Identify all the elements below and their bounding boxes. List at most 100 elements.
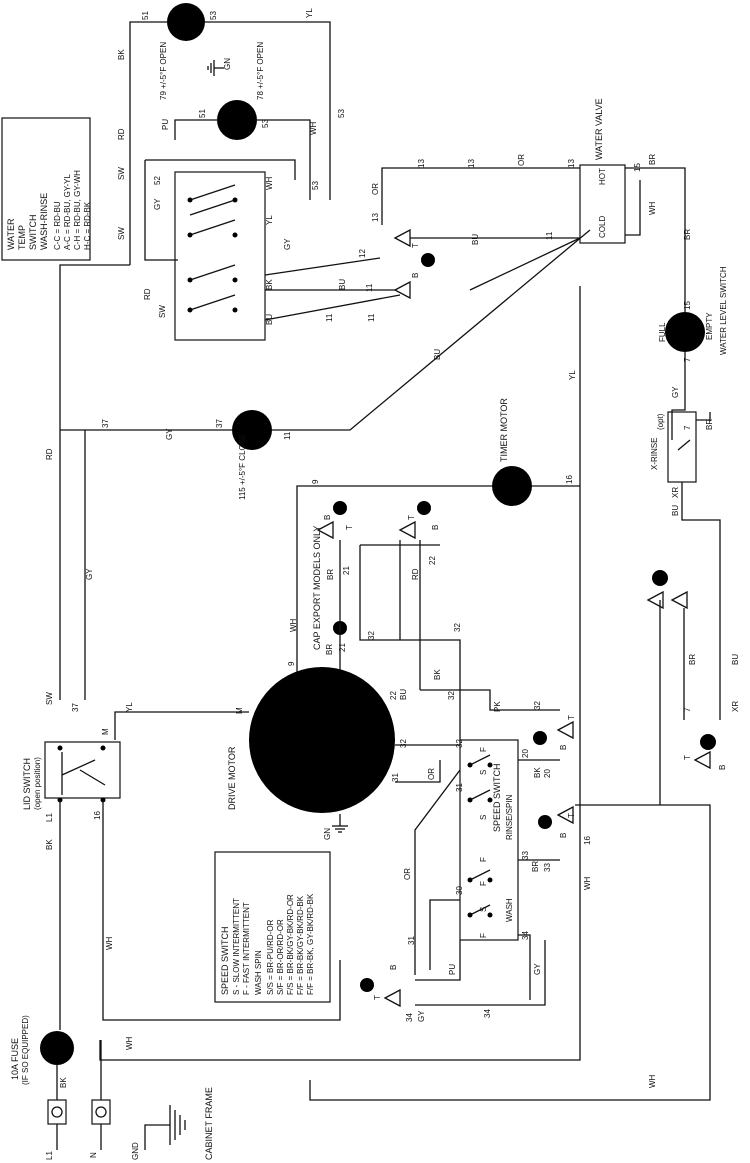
thermostat-close: 37 11 115 +/-5°F CLOSE 37 GY BU RD GY <box>45 229 591 700</box>
dm-bu: BU <box>399 689 408 700</box>
wls-15: 15 <box>683 301 692 310</box>
ss-s-1: S <box>479 770 488 775</box>
rs-xr: XR <box>731 701 740 712</box>
rs-wh: WH <box>648 1074 657 1088</box>
drive-motor-label: DRIVE MOTOR <box>227 746 237 810</box>
wire-rd-top: RD <box>117 128 126 140</box>
wts-11-a: 11 <box>365 283 374 292</box>
ssl-line-3: WASH SPIN <box>254 950 263 995</box>
ss-pk: PK <box>493 701 502 712</box>
ssl-line-2: F - FAST INTERMITTENT <box>242 902 251 995</box>
x-rinse-bu: BU <box>671 505 680 516</box>
cap-b1: B <box>323 515 332 520</box>
tc-37-l: 37 <box>101 419 110 428</box>
cap-21: 21 <box>342 566 351 575</box>
cs-t3: T <box>373 995 382 1000</box>
ss-30: 30 <box>455 886 464 895</box>
wv-bu: BU <box>471 234 480 245</box>
cap-br: BR <box>326 569 335 580</box>
water-level-switch: FULL 15 EMPTY WATER LEVEL SWITCH 7 GY <box>658 266 728 440</box>
water-temp-legend-2: A-C = RD-BU, GY-YL <box>63 174 72 250</box>
x-rinse-label: X-RINSE <box>650 438 659 470</box>
water-temp-title-4: WASH-RINSE <box>39 193 49 250</box>
lid-switch-state: (open position) <box>33 757 42 810</box>
cabinet-frame-label: CABINET FRAME <box>204 1087 214 1160</box>
ss-wash: WASH <box>505 898 514 922</box>
water-temp-legend-3: C-H = RD-BU, GY-WH <box>73 170 82 250</box>
x-rinse-7: 7 <box>683 425 692 430</box>
tc-37: 37 <box>215 419 224 428</box>
rs-b: B <box>718 765 727 770</box>
speed-switch: F S S F F S F SPEED SWITCH RINSE/SPIN WA… <box>403 689 560 1018</box>
wts-52: 52 <box>153 176 162 185</box>
cap-21-b: 21 <box>338 643 347 652</box>
speed-switch-legend: SPEED SWITCH S - SLOW INTERMITTENT F - F… <box>214 851 331 1003</box>
cap-22: 22 <box>428 556 437 565</box>
lid-switch-label: LID SWITCH <box>22 758 32 810</box>
cap-rd: RD <box>411 568 420 580</box>
fuse-mains: 10A FUSE (IF SO EQUIPPED) BK WH L1 N GND… <box>10 1015 214 1160</box>
wv-wh: WH <box>648 201 657 215</box>
x-rinse-br: BR <box>705 419 714 430</box>
rs-7: 7 <box>683 707 692 712</box>
lid-switch: LID SWITCH (open position) 37 M SW L1 16… <box>22 692 341 1030</box>
rs-br: BR <box>688 654 697 665</box>
water-temp-legend-1: C-C = RD-BU <box>53 201 62 250</box>
ssl-line-4: S/S = BR-PU/RD-OR <box>266 919 275 995</box>
ss-s-3: S <box>479 907 488 912</box>
fuse-wh: WH <box>125 1036 134 1050</box>
thermostat-top: 51 53 51 53 79 +/-5°F OPEN 78 +/-5°F OPE… <box>141 3 270 140</box>
water-temp-title-1: WATER <box>6 218 16 250</box>
wv-hot: HOT <box>598 168 607 185</box>
wire-gy-left: GY <box>85 568 94 580</box>
wts-yl: YL <box>265 215 274 225</box>
cs-34: 34 <box>405 1013 414 1022</box>
water-temp-switch-legend: WATER TEMP SWITCH WASH-RINSE C-C = RD-BU… <box>1 117 92 261</box>
wires-top: BK YL PU RD SW SW WH 53 53 <box>59 8 346 700</box>
dm-31: 31 <box>391 773 400 782</box>
ss-br: BR <box>531 861 540 872</box>
ss-or-2: OR <box>403 868 412 880</box>
cs-16: 16 <box>583 836 592 845</box>
tc-gy: GY <box>165 428 174 440</box>
term-53-b: 53 <box>261 119 270 128</box>
ss-f-2: F <box>479 857 488 862</box>
ss-f-3: F <box>479 881 488 886</box>
drive-motor: M 9 22 BU 32 31 DRIVE MOTOR GN YL <box>114 661 460 840</box>
wts-gy-2: GY <box>283 238 292 250</box>
thermostat-open-1: 79 +/-5°F OPEN <box>159 42 168 100</box>
x-rinse-xr: XR <box>671 487 680 498</box>
mains-gnd: GND <box>131 1142 140 1160</box>
wls-7: 7 <box>683 357 692 362</box>
wls-empty: EMPTY <box>705 312 714 340</box>
cap-bk: BK <box>433 669 442 680</box>
lid-bk: BK <box>45 839 54 850</box>
ss-or: OR <box>427 768 436 780</box>
ss-33-b: 33 <box>543 863 552 872</box>
ss-pu: PU <box>448 964 457 975</box>
wts-gy: GY <box>153 198 162 210</box>
ssl-line-7: F/F = BR-BK/GY-BK/RD-BK <box>296 895 305 995</box>
mains-l1: L1 <box>45 1151 54 1160</box>
ss-31: 31 <box>455 783 464 792</box>
water-valve: HOT COLD WATER VALVE 15 BR WH BR <box>579 98 692 320</box>
wls-label: WATER LEVEL SWITCH <box>719 266 728 355</box>
ss-20-a: 20 <box>521 749 530 758</box>
timer-9: 9 <box>311 479 320 484</box>
ground-symbol-cabinet <box>144 1105 186 1150</box>
wv-13-a: 13 <box>417 159 426 168</box>
lid-wh: WH <box>105 936 114 950</box>
ss-20-b: 20 <box>543 769 552 778</box>
ss-s-2: S <box>479 815 488 820</box>
wv-15: 15 <box>633 163 642 172</box>
cap-t1: T <box>345 525 354 530</box>
water-valve-label: WATER VALVE <box>594 98 604 160</box>
tc-11: 11 <box>283 431 292 440</box>
ssl-line-5: S/F = BR-OR/RD-OR <box>276 919 285 995</box>
mains-n: N <box>89 1152 98 1158</box>
water-temp-switch-block: GY 52 WH YL GY BK BU RD SW 12 BU 11 11 1… <box>143 171 401 341</box>
x-rinse-opt: (opt) <box>656 413 665 430</box>
lid-sw: SW <box>45 692 54 705</box>
conn1-b: B <box>411 273 420 278</box>
